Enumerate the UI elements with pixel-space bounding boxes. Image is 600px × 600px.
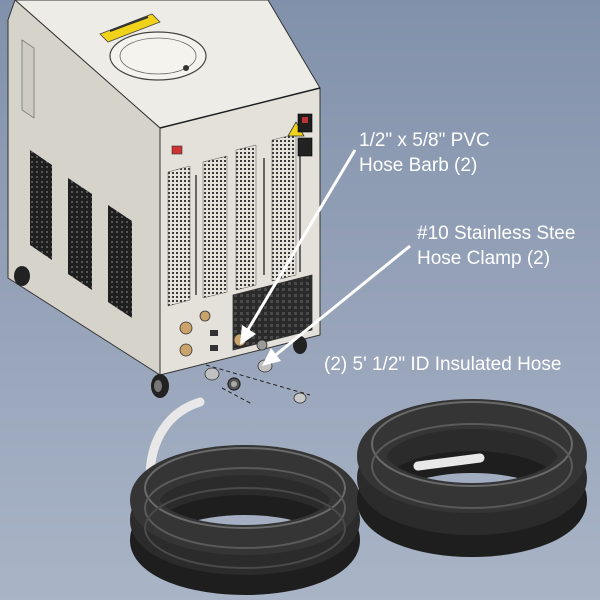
- caster-wheel-icon: [14, 266, 307, 398]
- hose-clamp-callout-line1: #10 Stainless Stee: [417, 223, 576, 244]
- insulated-hose-right: [357, 399, 587, 557]
- insulated-hose-left: [130, 397, 360, 595]
- warning-label-icon: [99, 13, 161, 43]
- hose-clamp-callout-line2: Hose Clamp (2): [417, 248, 551, 269]
- side-vents: [21, 39, 132, 318]
- hose-barb-callout: 1/2" x 5/8" PVC Hose Barb (2): [359, 128, 490, 178]
- front-panel-details: [167, 113, 313, 357]
- fill-port: [109, 31, 207, 81]
- insulated-hose-callout-line1: (2) 5' 1/2" ID Insulated Hose: [324, 354, 562, 375]
- hose-clamp-callout: #10 Stainless Stee Hose Clamp (2): [417, 221, 575, 271]
- power-inlet-icon: [297, 137, 313, 157]
- lower-grille: [232, 274, 313, 351]
- hose-barb-callout-line1: 1/2" x 5/8" PVC: [359, 130, 490, 151]
- callout-arrows: [240, 149, 411, 366]
- hose-barb-callout-line2: Hose Barb (2): [359, 155, 478, 176]
- insulated-hose-callout: (2) 5' 1/2" ID Insulated Hose: [324, 352, 561, 377]
- hose-barb-fittings: [204, 359, 311, 405]
